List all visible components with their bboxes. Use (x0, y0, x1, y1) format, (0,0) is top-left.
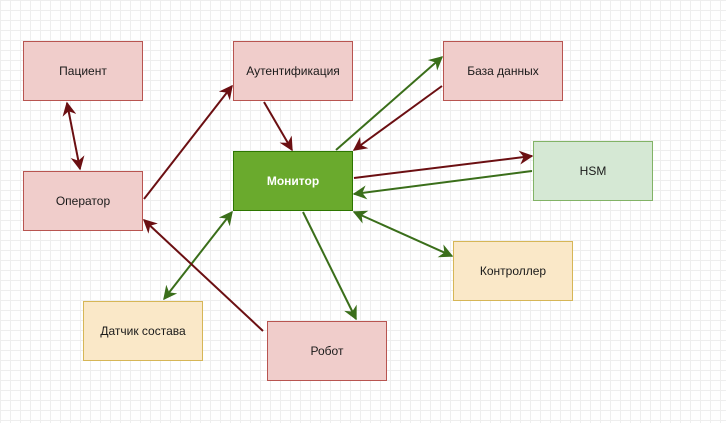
edge-operator-to-auth[interactable] (143, 84, 233, 200)
node-patient[interactable]: Пациент (23, 41, 143, 101)
edge-monitor-to-db[interactable] (335, 56, 444, 151)
node-auth-label: Аутентификация (246, 64, 340, 78)
edge-monitor-to-robot[interactable] (302, 211, 357, 321)
node-operator-label: Оператор (55, 194, 111, 208)
edge-robot-to-operator[interactable] (142, 219, 264, 332)
node-sensor[interactable]: Датчик состава (83, 301, 203, 361)
edge-monitor-to-controller[interactable] (352, 210, 454, 258)
edge-hsm-to-monitor[interactable] (352, 170, 533, 200)
node-monitor[interactable]: Монитор (233, 151, 353, 211)
node-operator[interactable]: Оператор (23, 171, 143, 231)
edge-sensor-to-monitor[interactable] (163, 210, 233, 301)
node-controller[interactable]: Контроллер (453, 241, 573, 301)
edge-patient-to-operator[interactable] (62, 101, 85, 171)
node-hsm[interactable]: HSM (533, 141, 653, 201)
node-hsm-label: HSM (579, 164, 607, 178)
node-auth[interactable]: Аутентификация (233, 41, 353, 101)
node-robot[interactable]: Робот (267, 321, 387, 381)
node-patient-label: Пациент (59, 64, 107, 78)
node-robot-label: Робот (310, 344, 344, 358)
node-sensor-label: Датчик состава (100, 324, 186, 338)
edge-monitor-to-hsm[interactable] (353, 150, 534, 179)
node-db-label: База данных (467, 64, 539, 78)
edge-auth-to-monitor[interactable] (263, 101, 293, 152)
edge-db-to-monitor[interactable] (352, 85, 443, 151)
node-monitor-label: Монитор (266, 174, 320, 188)
node-controller-label: Контроллер (479, 264, 547, 278)
node-db[interactable]: База данных (443, 41, 563, 101)
